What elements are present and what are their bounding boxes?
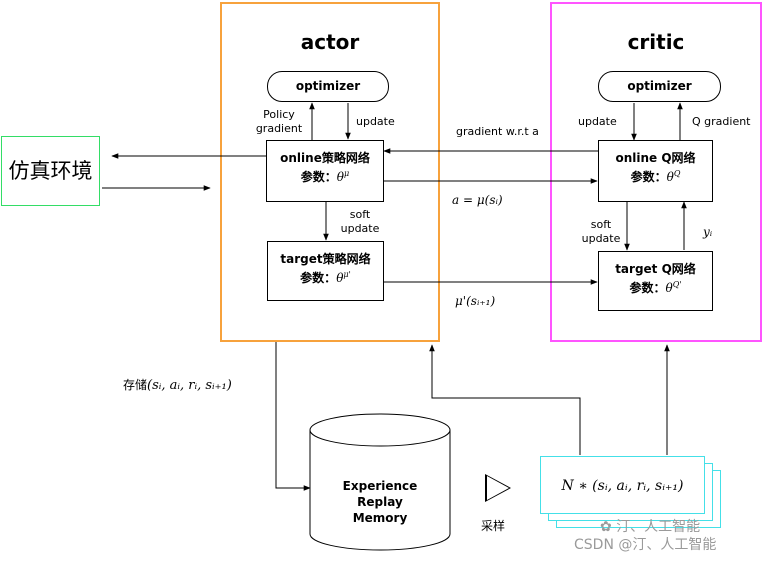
actor-online-theta: θ — [336, 170, 345, 184]
watermark-logo: ✿ 汀、人工智能 — [600, 516, 700, 536]
actor-online-theta-sup: μ — [344, 169, 350, 178]
simulation-environment: 仿真环境 — [1, 136, 100, 206]
memory-line1: Experience — [342, 479, 418, 493]
gradient-wrt-a-label: gradient w.r.t a — [456, 125, 539, 138]
replay-memory-label: Experience Replay Memory — [310, 478, 450, 526]
critic-online-name: online Q网络 — [615, 151, 696, 165]
critic-title: critic — [627, 30, 685, 54]
actor-target-theta: θ — [336, 271, 344, 285]
critic-target-name: target Q网络 — [615, 262, 696, 276]
watermark-csdn: CSDN @汀、人工智能 — [574, 537, 717, 553]
store-arrow — [275, 342, 311, 491]
actor-target-network: target策略网络 参数：θμ' — [267, 241, 384, 301]
target-action-formula-label: μ'(sᵢ₊₁) — [455, 294, 496, 308]
critic-soft-line2: update — [581, 232, 621, 245]
actor-online-param-label: 参数： — [300, 170, 337, 184]
critic-soft-update-label: soft update — [580, 218, 622, 246]
actor-target-param-label: 参数： — [300, 271, 337, 285]
critic-online-param-label: 参数： — [630, 170, 667, 184]
critic-target-param-label: 参数： — [629, 281, 666, 295]
actor-soft-line1: soft — [349, 208, 371, 221]
policy-gradient-label: Policy gradient — [254, 108, 304, 136]
memory-line3: Memory — [352, 511, 408, 525]
critic-online-params: 参数：θQ — [599, 166, 712, 185]
actor-online-name: online策略网络 — [280, 151, 370, 165]
actor-online-params: 参数：θμ — [267, 166, 383, 185]
critic-online-network: online Q网络 参数：θQ — [598, 140, 713, 202]
actor-title: actor — [300, 30, 360, 54]
critic-target-theta: θ — [665, 281, 673, 295]
store-text: 存储 — [123, 378, 148, 392]
mini-batch-label: N ∗ (sᵢ, aᵢ, rᵢ, sᵢ₊₁) — [561, 478, 684, 494]
critic-online-theta-sup: Q — [673, 169, 681, 178]
actor-target-params: 参数：θμ' — [268, 267, 383, 286]
policy-gradient-line2: gradient — [255, 122, 303, 135]
policy-gradient-line1: Policy — [263, 108, 295, 121]
critic-optimizer: optimizer — [598, 71, 721, 102]
critic-update-label: update — [578, 115, 617, 128]
memory-line2: Replay — [357, 495, 403, 509]
q-gradient-label: Q gradient — [692, 115, 751, 128]
sample-to-actor-arrow — [429, 344, 581, 455]
actor-soft-line2: update — [340, 222, 380, 235]
actor-online-network: online策略网络 参数：θμ — [266, 140, 384, 202]
store-label: 存储(sᵢ, aᵢ, rᵢ, sᵢ₊₁) — [123, 378, 232, 393]
replay-memory-cylinder — [309, 413, 451, 551]
critic-online-theta: θ — [666, 170, 674, 184]
wechat-icon: ✿ — [600, 519, 617, 535]
critic-soft-line1: soft — [590, 218, 612, 231]
store-tuple: (sᵢ, aᵢ, rᵢ, sᵢ₊₁) — [147, 378, 232, 393]
sample-play-icon — [485, 474, 511, 502]
critic-target-params: 参数：θQ' — [599, 277, 712, 296]
actor-soft-update-label: soft update — [338, 208, 382, 236]
actor-target-name: target策略网络 — [280, 252, 371, 266]
actor-optimizer: optimizer — [267, 71, 389, 102]
yi-label: yᵢ — [703, 225, 713, 239]
watermark-logo-text: 汀、人工智能 — [616, 519, 701, 535]
sample-label: 采样 — [481, 519, 506, 533]
critic-target-network: target Q网络 参数：θQ' — [598, 251, 713, 311]
mini-batch-box: N ∗ (sᵢ, aᵢ, rᵢ, sᵢ₊₁) — [540, 456, 705, 514]
actor-target-theta-sup: μ' — [343, 270, 351, 279]
actor-update-label: update — [356, 115, 395, 128]
action-formula-label: a = μ(sᵢ) — [452, 193, 503, 207]
critic-target-theta-sup: Q' — [672, 280, 682, 289]
